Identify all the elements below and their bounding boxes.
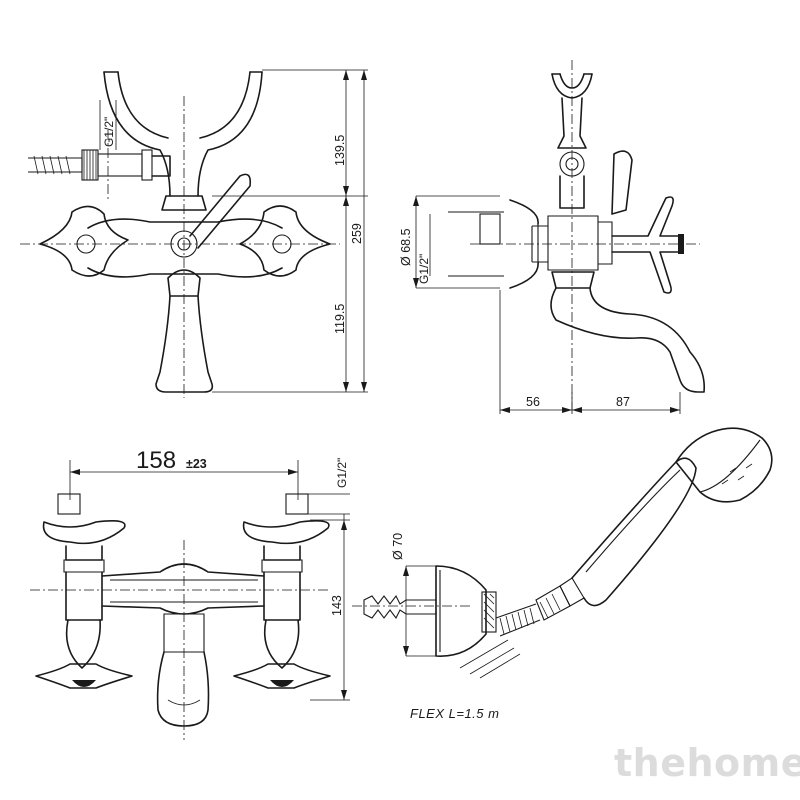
side-view: Ø 68.5 G1/2" 56 87 (399, 60, 706, 414)
dim-tolerance: ±23 (186, 457, 207, 471)
dim-139-5: 139.5 (333, 135, 347, 166)
dim-diameter-70: Ø 70 (391, 533, 405, 560)
top-thread-label: G1/2" (335, 458, 349, 488)
watermark-logo: thehome (614, 741, 800, 785)
dim-143: 143 (330, 595, 344, 616)
hose-length-note: FLEX L=1.5 m (410, 706, 499, 721)
dim-87: 87 (616, 395, 630, 409)
hand-shower-view: Ø 70 FLEX L=1.5 m (352, 427, 773, 721)
side-thread-label: G1/2" (417, 254, 431, 284)
dim-56: 56 (526, 395, 540, 409)
dim-259: 259 (350, 223, 364, 244)
top-view: 158 ±23 G1/2" (30, 447, 350, 740)
front-thread-label: G1/2" (102, 117, 116, 147)
front-view: G1/2" 139.5 259 119.5 (20, 69, 368, 398)
dim-119-5: 119.5 (333, 304, 347, 334)
dim-diameter-68-5: Ø 68.5 (399, 228, 413, 266)
dim-158: 158 (136, 447, 176, 474)
